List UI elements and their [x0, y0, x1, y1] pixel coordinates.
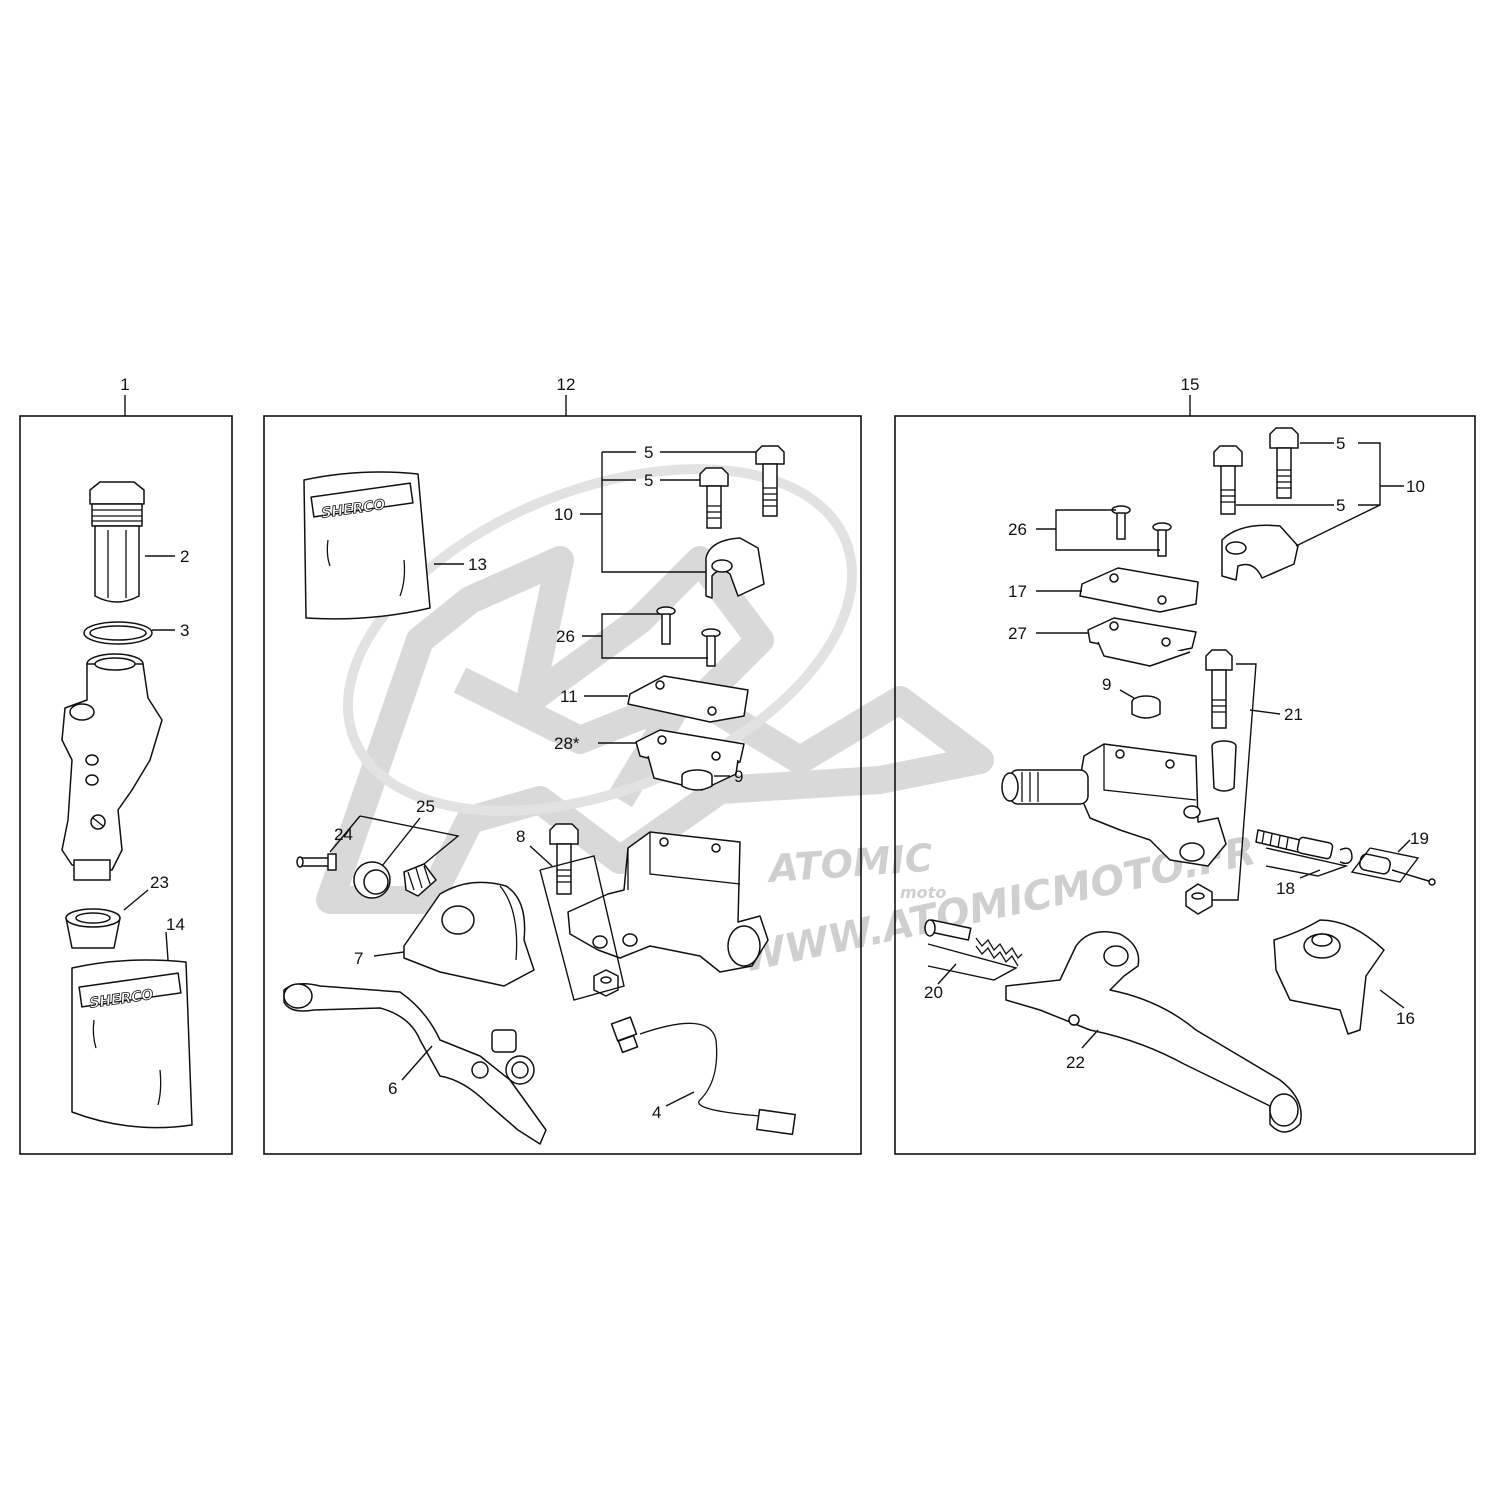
lever-6 [283, 983, 547, 1145]
nut-8 [593, 969, 619, 997]
bolt-5b [699, 467, 729, 529]
callout-6: 6 [388, 1079, 397, 1098]
cover-17 [1079, 567, 1199, 613]
callout-14: 14 [166, 915, 185, 934]
callout-22: 22 [1066, 1053, 1085, 1072]
callout-5a: 5 [644, 443, 653, 462]
boot-25 [353, 861, 437, 899]
callout-24: 24 [334, 825, 353, 844]
float-9b [1131, 695, 1161, 719]
bolt-5c [1269, 427, 1299, 499]
callout-13: 13 [468, 555, 487, 574]
callout-7: 7 [354, 949, 363, 968]
nut-21 [1185, 883, 1213, 915]
group-box-12: 12 [263, 375, 862, 1155]
spring-20 [924, 919, 1023, 967]
lever-22 [1005, 931, 1302, 1133]
brake-switch-4 [610, 1016, 796, 1136]
bolt-21 [1205, 649, 1233, 729]
callout-9: 9 [734, 767, 743, 786]
callout-5d: 5 [1336, 496, 1345, 515]
callout-20: 20 [924, 983, 943, 1002]
callout-17: 17 [1008, 582, 1027, 601]
cover-11 [627, 675, 749, 723]
callout-27: 27 [1008, 624, 1027, 643]
bushing-21 [1211, 740, 1237, 792]
bolt-8 [549, 823, 579, 895]
callout-4: 4 [652, 1103, 661, 1122]
callout-3: 3 [180, 621, 189, 640]
callout-8: 8 [516, 827, 525, 846]
pin-24 [296, 853, 337, 871]
diaphragm-27 [1087, 617, 1197, 667]
reservoir-cap [89, 481, 145, 603]
o-ring [83, 621, 153, 645]
screw-26c [1111, 505, 1131, 540]
callout-25: 25 [416, 797, 435, 816]
master-cylinder-15 [1001, 743, 1227, 867]
screw-26a [656, 606, 676, 645]
callout-10b: 10 [1406, 477, 1425, 496]
callout-5b: 5 [644, 471, 653, 490]
clamp-10b [1221, 524, 1299, 581]
callout-2: 2 [180, 547, 189, 566]
callout-28: 28* [554, 734, 580, 753]
dust-boot-23 [65, 908, 121, 949]
screw-26b [701, 628, 721, 667]
diaphragm-28 [635, 729, 745, 791]
watermark-brand-sub: moto [900, 883, 946, 902]
group-label-15: 15 [1181, 375, 1200, 394]
callout-21: 21 [1284, 705, 1303, 724]
lever-guard-16 [1273, 919, 1385, 1035]
float-9 [681, 769, 713, 791]
parts-bag-13: SHERCO [303, 471, 431, 620]
piston-spring-18 [1255, 829, 1353, 865]
screw-26d [1152, 522, 1172, 557]
pushrod-19 [1359, 853, 1436, 886]
clamp-10 [705, 537, 765, 599]
parts-bag-14: SHERCO [71, 959, 193, 1129]
callout-5c: 5 [1336, 434, 1345, 453]
group-label-12: 12 [557, 375, 576, 394]
master-cylinder-body-1 [61, 653, 163, 881]
callout-19: 19 [1410, 829, 1429, 848]
callout-23: 23 [150, 873, 169, 892]
group-label-1: 1 [120, 375, 129, 394]
group-box-15: 15 [894, 375, 1476, 1155]
group-box-1: 1 [19, 375, 233, 1155]
callout-18: 18 [1276, 879, 1295, 898]
lever-guard-7 [403, 881, 535, 987]
callout-26b: 26 [1008, 520, 1027, 539]
callout-26: 26 [556, 627, 575, 646]
callout-9b: 9 [1102, 675, 1111, 694]
bolt-5d [1213, 445, 1243, 515]
callout-16: 16 [1396, 1009, 1415, 1028]
master-cylinder-12 [567, 831, 769, 973]
callout-11: 11 [560, 687, 578, 706]
callout-10: 10 [554, 505, 573, 524]
bolt-5a [755, 445, 785, 517]
